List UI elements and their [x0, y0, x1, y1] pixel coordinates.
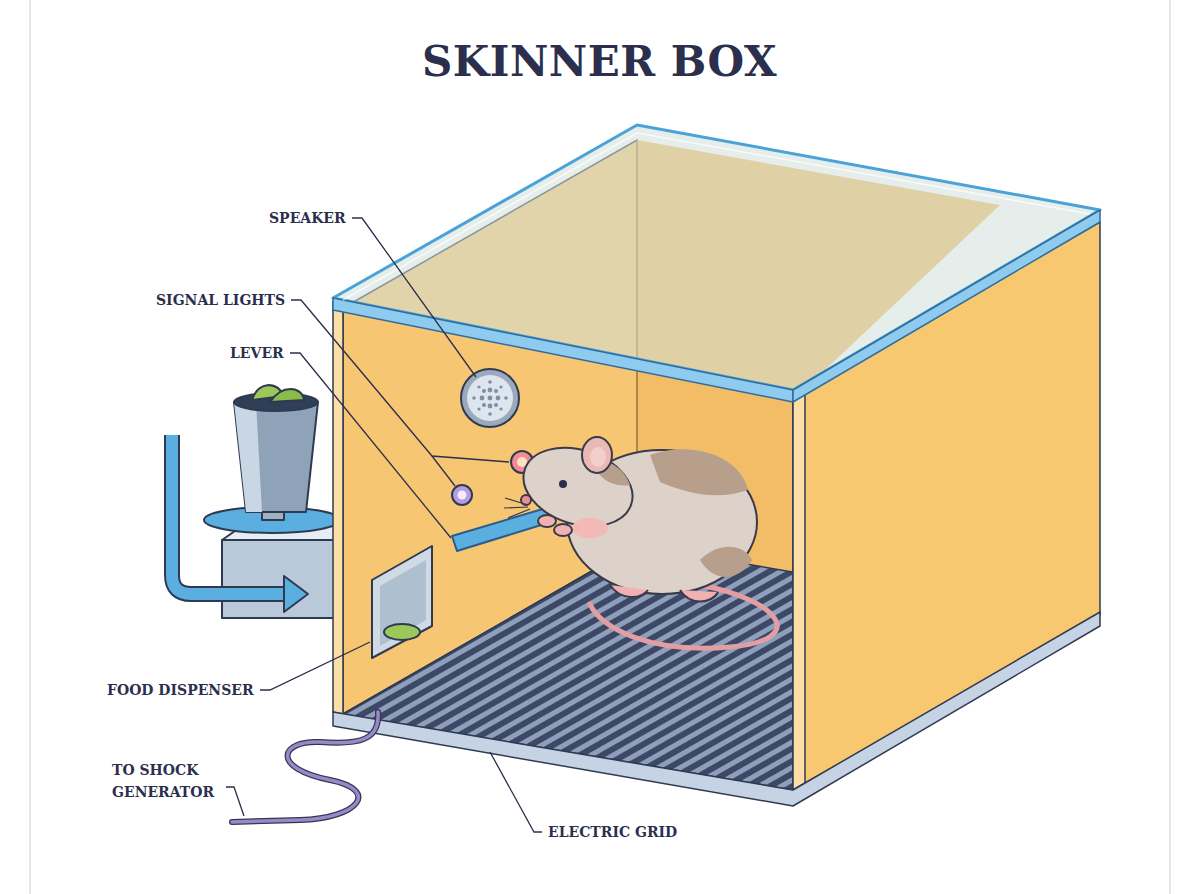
lever	[452, 508, 551, 551]
shock-wire	[232, 712, 378, 822]
speaker	[461, 369, 519, 427]
diagram-title: SKINNER BOX	[422, 37, 777, 87]
leader-lines	[226, 218, 542, 832]
rat	[504, 435, 777, 649]
part-label: LEVER	[230, 342, 284, 364]
part-label: ELECTRIC GRID	[548, 821, 677, 843]
part-label: FOOD DISPENSER	[107, 679, 254, 701]
feed-arrow	[172, 435, 308, 612]
part-label: SIGNAL LIGHTS	[156, 289, 285, 311]
food-slot	[372, 546, 432, 658]
page-frame	[1169, 0, 1171, 894]
food-dispenser	[204, 385, 350, 618]
glass-lid	[333, 125, 1100, 402]
wall-edge	[333, 302, 343, 714]
part-label: TO SHOCK GENERATOR	[112, 759, 226, 803]
base	[333, 612, 1100, 806]
part-label: SPEAKER	[269, 207, 346, 229]
page-frame	[29, 0, 31, 894]
